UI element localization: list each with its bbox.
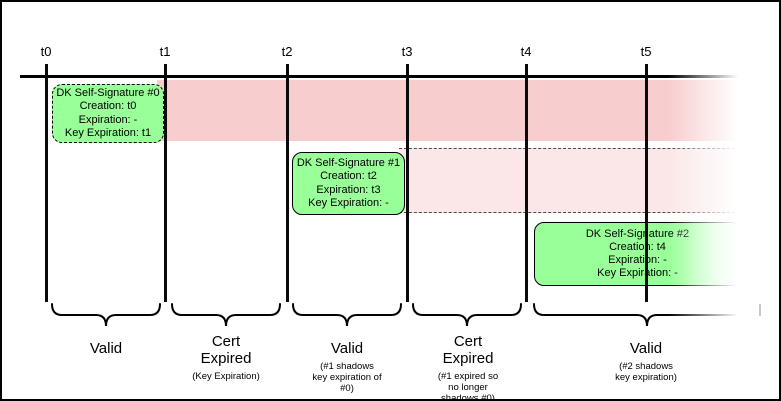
signature-key-expiration: Key Expiration: - (308, 196, 389, 209)
timeline-axis (20, 75, 740, 78)
tick-line-t1 (164, 64, 167, 302)
tick-label-t1: t1 (159, 44, 171, 59)
tick-label-t2: t2 (281, 44, 293, 59)
period-valid-0: Valid (90, 333, 122, 361)
underbrace-1 (171, 303, 281, 327)
signature-title: DK Self-Signature #1 (296, 157, 401, 170)
signature-expiration: Expiration: - (78, 113, 138, 126)
period-cert-expired-0: Cert Expired (Key Expiration) (192, 333, 260, 382)
period-valid-2: Valid (#2 shadows key expiration) (615, 333, 677, 383)
signature-box-0: DK Self-Signature #0 Creation: t0 Expira… (52, 84, 164, 143)
signature-title: DK Self-Signature #2 (585, 227, 690, 240)
period-note: (#2 shadows key expiration) (615, 361, 677, 383)
period-label: Valid (629, 340, 663, 357)
tick-label-t0: t0 (40, 44, 52, 59)
signature-key-expiration: Key Expiration: - (597, 267, 678, 280)
tick-line-t2 (286, 64, 289, 302)
period-note: (Key Expiration) (192, 371, 260, 382)
tick-line-t0 (45, 64, 48, 302)
period-cert-expired-1: Cert Expired (#1 expired so no longer sh… (437, 333, 499, 401)
period-label: Cert Expired (442, 333, 494, 367)
signature-expiration: Expiration: - (608, 254, 667, 266)
signature-box-1: DK Self-Signature #1 Creation: t2 Expira… (292, 152, 405, 215)
period-valid-1: Valid (#1 shadows key expiration of #0) (312, 333, 381, 394)
underbrace-0 (51, 303, 161, 327)
invalid-band-strong (157, 80, 740, 141)
tick-label-t5: t5 (640, 44, 652, 59)
signature-creation: Creation: t4 (609, 240, 666, 253)
underbrace-4-faint-end (759, 304, 761, 316)
period-note: (#1 shadows key expiration of #0) (312, 361, 382, 394)
period-label: Valid (330, 340, 364, 357)
tick-line-t4 (525, 64, 528, 302)
tick-line-t3 (406, 64, 409, 302)
signature-creation: Creation: t2 (320, 170, 377, 183)
tick-label-t3: t3 (401, 44, 413, 59)
period-note: (#1 expired so no longer shadows #0) (437, 371, 499, 401)
period-label: Valid (89, 340, 123, 357)
signature-title: DK Self-Signature #0 (56, 87, 160, 100)
period-label: Cert Expired (200, 333, 252, 367)
underbrace-3 (412, 303, 522, 327)
tick-line-t5 (645, 64, 648, 302)
tick-label-t4: t4 (520, 44, 532, 59)
signature-key-expiration: Key Expiration: t1 (64, 126, 152, 139)
fade-overlay (668, 2, 779, 335)
underbrace-2 (292, 303, 402, 327)
signature-expiration: Expiration: t3 (316, 183, 381, 196)
signature-creation: Creation: t0 (79, 100, 137, 113)
